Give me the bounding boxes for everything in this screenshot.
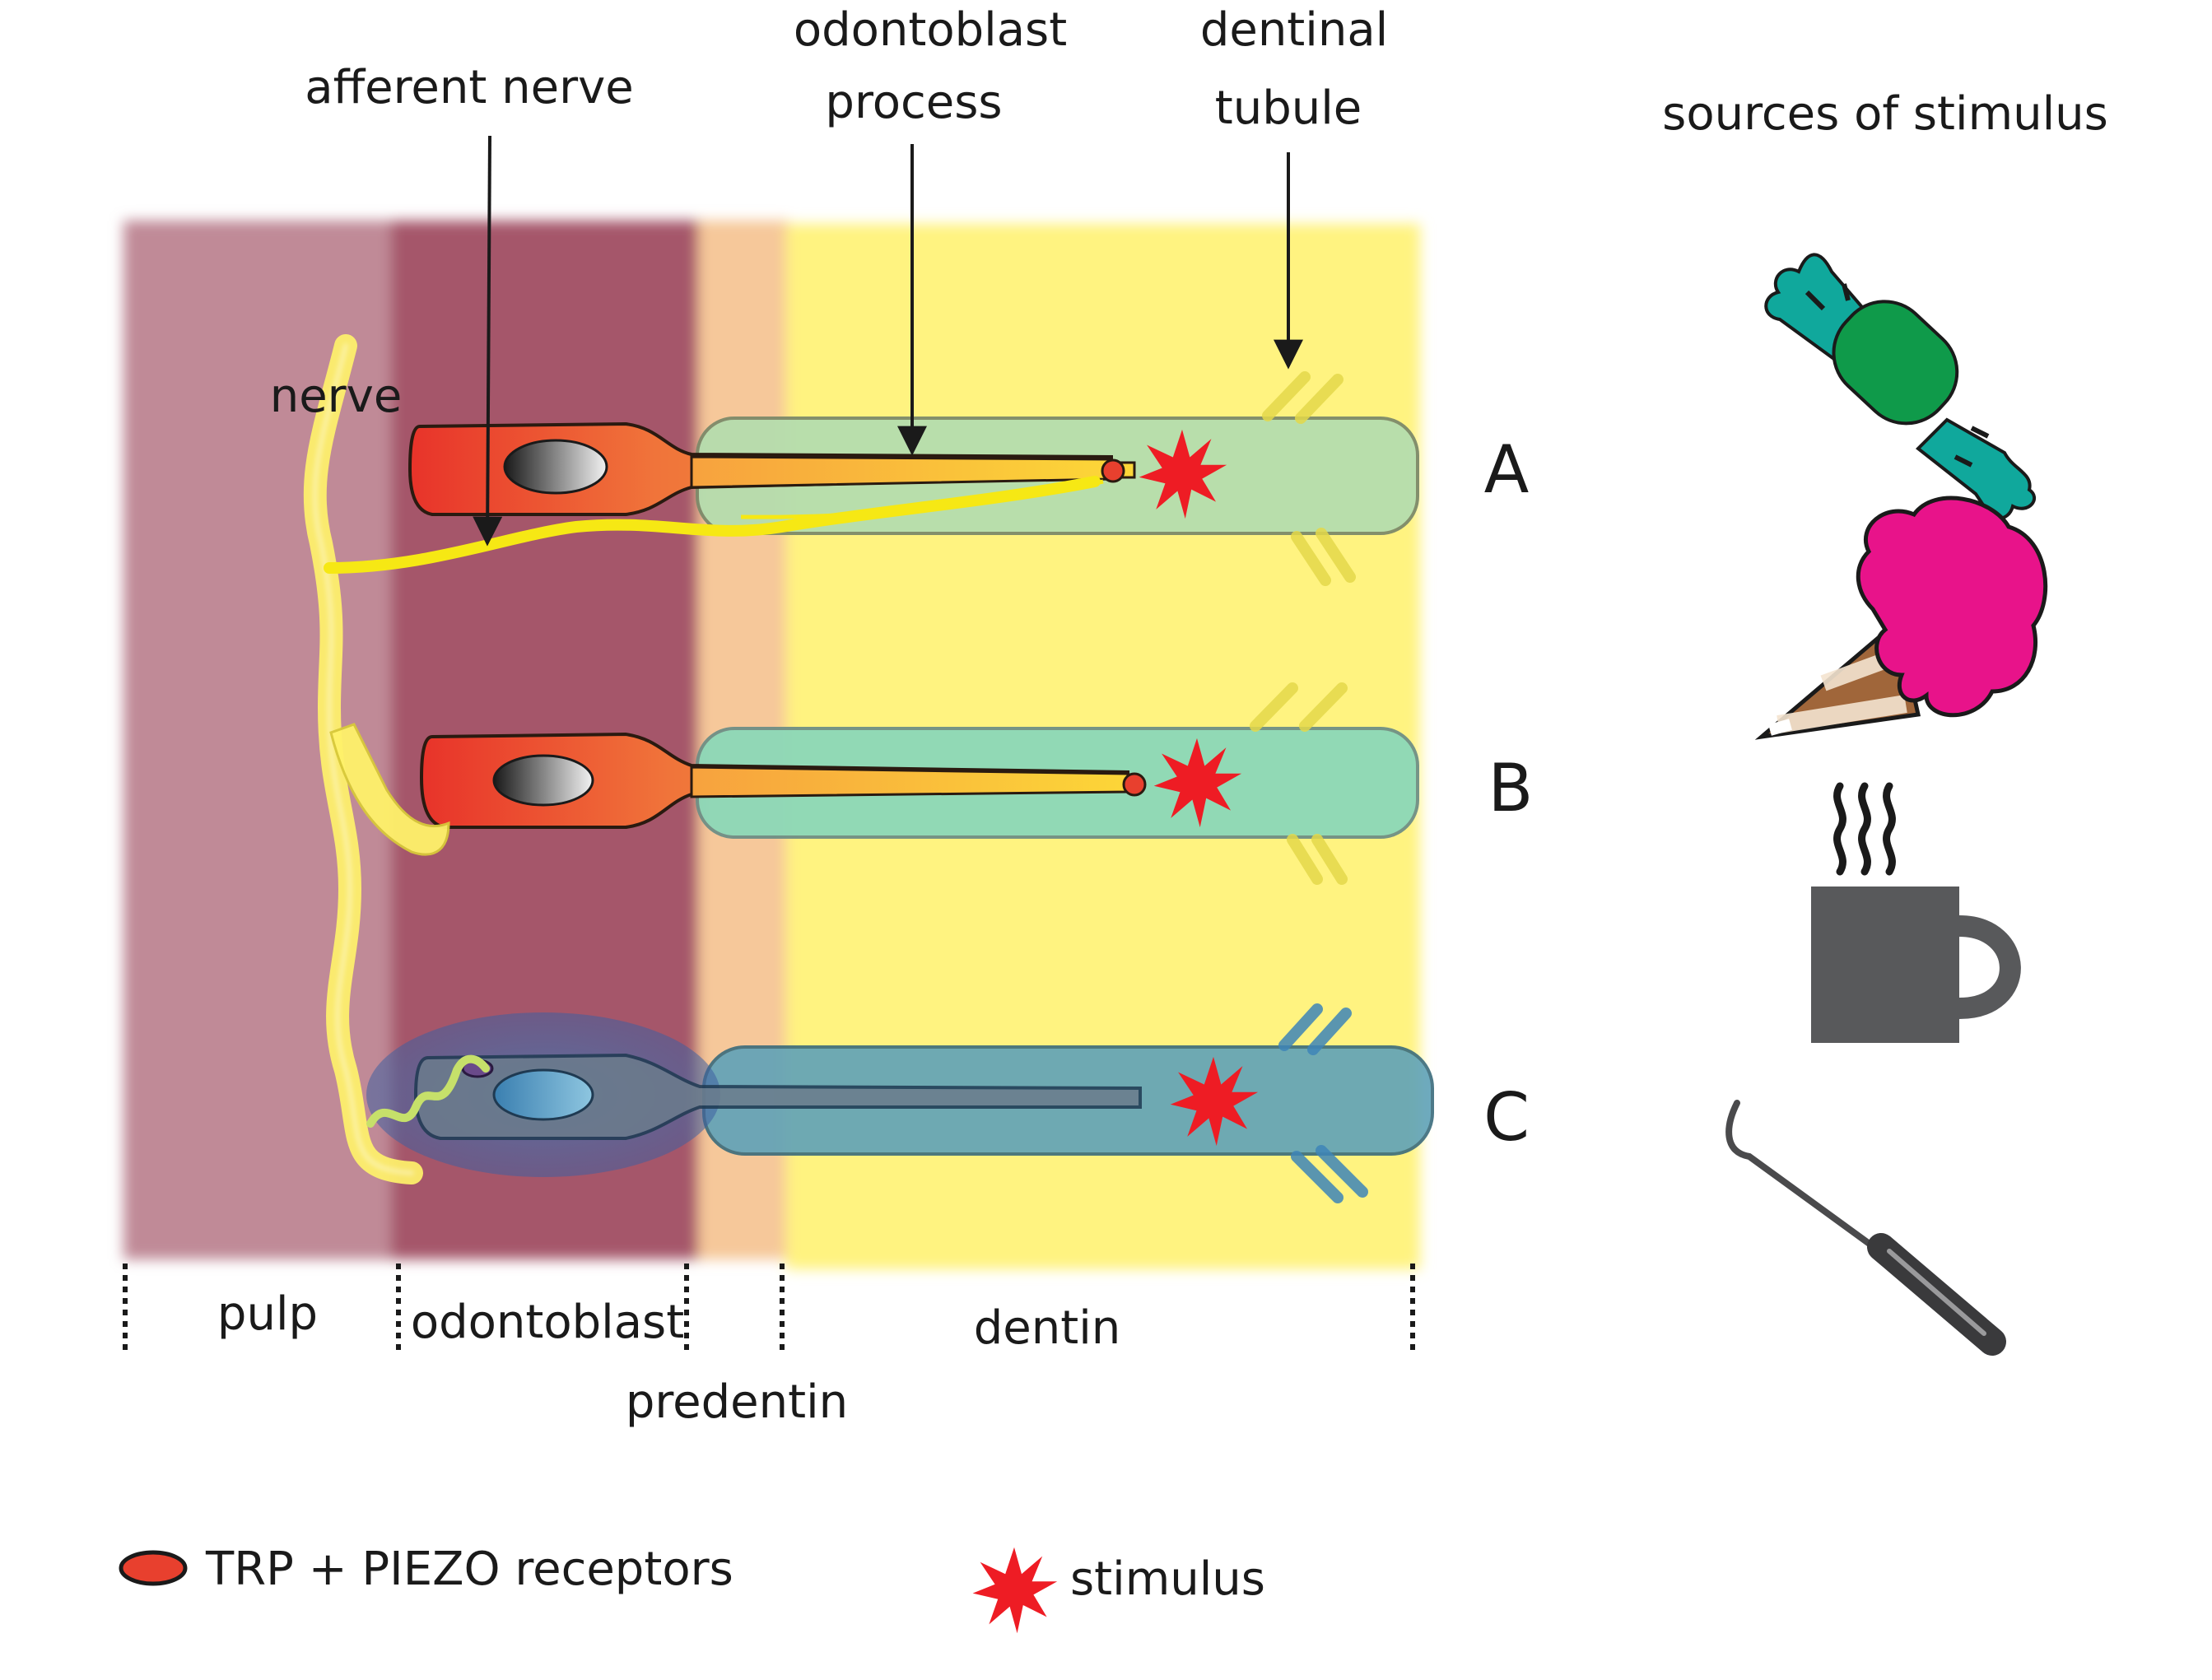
row-label-C: C	[1483, 1079, 1530, 1156]
label-sources-of-stimulus: sources of stimulus	[1662, 87, 2108, 141]
legend-receptors-label: TRP + PIEZO receptors	[205, 1543, 733, 1596]
nerve-ending-C-icon	[366, 1054, 490, 1128]
hot-cup-icon	[1811, 782, 2021, 1043]
zone-label-predentin: predentin	[626, 1375, 848, 1429]
arrow-afferent-nerve	[473, 135, 503, 547]
ice-cream-icon	[1754, 496, 2048, 740]
legend-stimulus-icon	[972, 1547, 1058, 1634]
tubule-branches-C	[1278, 1003, 1368, 1203]
nerve-branch-B-icon	[329, 723, 450, 856]
legend: TRP + PIEZO receptors stimulus	[119, 1543, 1265, 1634]
label-odontoblast-process-2: process	[825, 76, 1002, 129]
dental-probe-icon	[1725, 1100, 2006, 1356]
tubule-branches-B	[1250, 682, 1348, 885]
label-afferent-nerve: afferent nerve	[305, 61, 633, 114]
row-label-A: A	[1484, 431, 1530, 508]
afferent-nerve-fiber-A	[324, 476, 1101, 574]
label-odontoblast-process-1: odontoblast	[794, 3, 1067, 57]
label-dentinal-tubule-2: tubule	[1215, 81, 1362, 135]
candy-icon	[1764, 253, 2036, 520]
odontoblast-cell-C	[366, 1012, 1142, 1177]
zone-label-pulp: pulp	[217, 1287, 318, 1341]
nerve-trunk-shine	[312, 343, 414, 1175]
tubule-branches-A	[1262, 371, 1356, 586]
receptor-A	[1101, 458, 1125, 483]
row-label-B: B	[1488, 750, 1534, 826]
legend-stimulus-label: stimulus	[1070, 1552, 1265, 1606]
zone-label-odontoblast: odontoblast	[411, 1296, 684, 1349]
zone-label-dentin: dentin	[974, 1301, 1121, 1355]
pointer-arrows	[473, 135, 1303, 547]
legend-receptor-icon	[119, 1550, 188, 1586]
nucleus-B	[492, 754, 594, 807]
afferent-nerve-fiber-A-thin	[740, 479, 1104, 519]
nucleus-A	[503, 439, 608, 495]
label-nerve: nerve	[270, 370, 403, 423]
label-dentinal-tubule-1: dentinal	[1200, 3, 1388, 57]
nucleus-C	[492, 1068, 594, 1121]
zone-dividers	[123, 1263, 1415, 1350]
receptor-B	[1122, 772, 1147, 797]
odontoblast-cell-B	[419, 732, 1147, 829]
odontoblast-cell-A	[407, 421, 1136, 516]
